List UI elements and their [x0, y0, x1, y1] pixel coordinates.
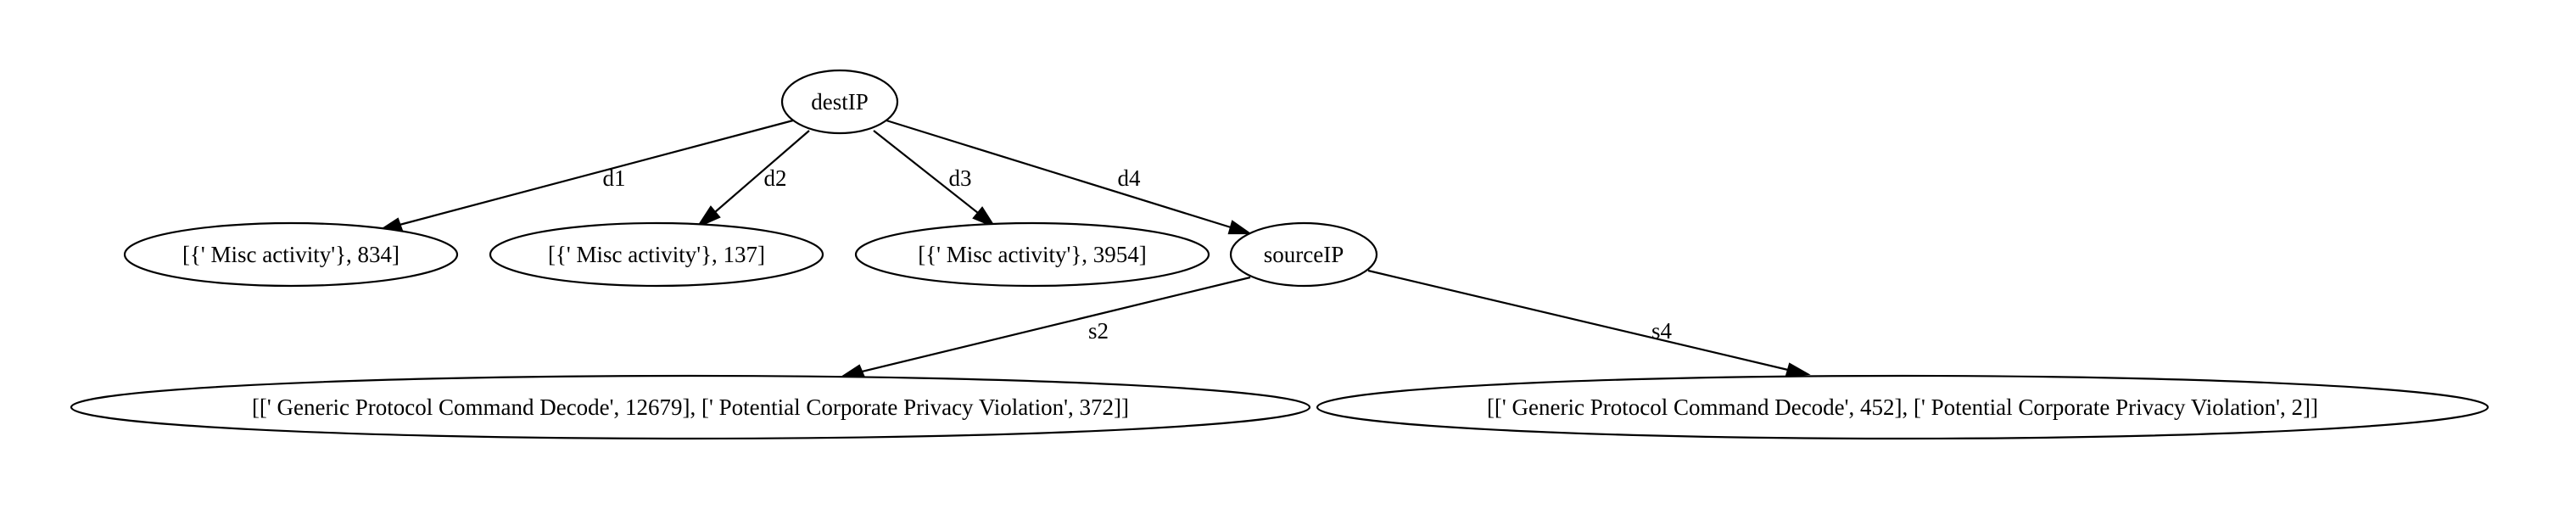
node-sourceip: sourceIP [1229, 221, 1378, 288]
node-destip: destIP [780, 69, 899, 135]
node-misc-3954: [{' Misc activity'}, 3954] [854, 221, 1210, 288]
edge-destip-to-sourceip: d4 [886, 119, 1253, 235]
node-label-misc-3954: [{' Misc activity'}, 3954] [918, 242, 1147, 267]
edge-destip-to-misc-137: d2 [696, 130, 810, 229]
edge-label-d3: d3 [949, 165, 972, 191]
edge-label-s2: s2 [1088, 318, 1109, 344]
node-label-misc-137: [{' Misc activity'}, 137] [548, 242, 765, 267]
node-label-generic-452: [[' Generic Protocol Command Decode', 45… [1487, 394, 2318, 420]
edge-sourceip-to-generic-12679: s2 [839, 276, 1251, 379]
node-label-destip: destIP [811, 89, 869, 115]
node-misc-834: [{' Misc activity'}, 834] [123, 221, 459, 288]
node-generic-452: [[' Generic Protocol Command Decode', 45… [1316, 374, 2489, 440]
node-label-generic-12679: [[' Generic Protocol Command Decode', 12… [252, 394, 1129, 420]
edge-label-d4: d4 [1118, 165, 1142, 191]
edge-label-d2: d2 [764, 165, 787, 191]
edge-destip-to-misc-3954: d3 [873, 130, 997, 229]
node-generic-12679: [[' Generic Protocol Command Decode', 12… [70, 374, 1311, 440]
node-label-sourceip: sourceIP [1264, 242, 1344, 267]
edge-sourceip-to-generic-452: s4 [1367, 269, 1811, 378]
node-misc-137: [{' Misc activity'}, 137] [489, 221, 824, 288]
node-label-misc-834: [{' Misc activity'}, 834] [182, 242, 400, 267]
edge-label-d1: d1 [603, 165, 626, 191]
edge-label-s4: s4 [1651, 318, 1673, 344]
edge-destip-to-misc-834: d1 [377, 119, 794, 232]
